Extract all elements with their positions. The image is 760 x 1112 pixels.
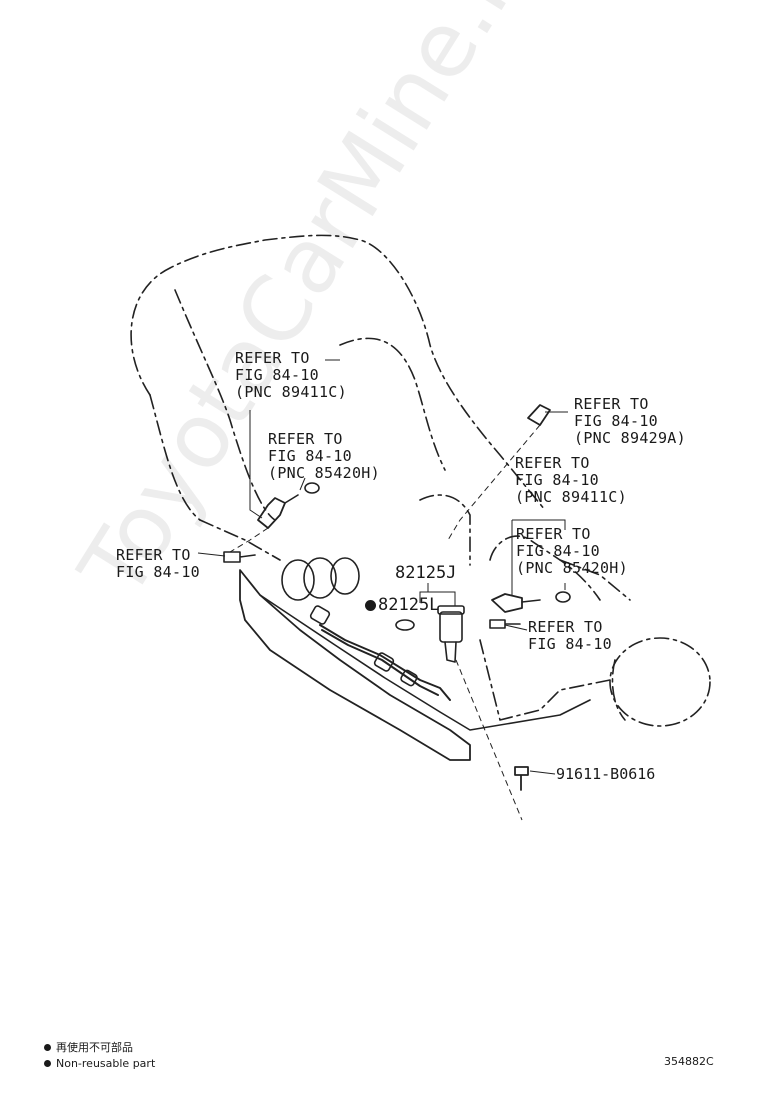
right-bolt bbox=[489, 619, 521, 629]
callout-line: REFER TO bbox=[516, 525, 591, 543]
harness-connector-3 bbox=[400, 669, 418, 687]
illustration-number: 354882C bbox=[664, 1055, 714, 1068]
bell-housing-rib-2 bbox=[339, 337, 446, 471]
case-contour-3 bbox=[559, 559, 631, 601]
callout-fig-right-bolt: REFER TO FIG 84-10 bbox=[528, 619, 612, 653]
legend-en-text: Non-reusable part bbox=[56, 1057, 156, 1070]
callout-line: (PNC 85420H) bbox=[268, 464, 380, 482]
legend-en: Non-reusable part bbox=[44, 1056, 155, 1072]
left-bolt bbox=[223, 551, 256, 563]
leader-dash-2 bbox=[455, 659, 523, 821]
left-sensor-stem bbox=[284, 494, 299, 504]
case-boss-2 bbox=[303, 557, 337, 599]
output-flange-edge bbox=[611, 659, 626, 721]
bell-housing-outline bbox=[130, 234, 546, 511]
leader-c5 bbox=[511, 519, 566, 595]
wire-harness bbox=[319, 624, 451, 701]
callout-fig-left-bolt: REFER TO FIG 84-10 bbox=[116, 547, 200, 581]
top-right-sensor bbox=[527, 404, 551, 426]
callout-line: (PNC 89411C) bbox=[235, 383, 347, 401]
legend-dot-icon bbox=[44, 1044, 51, 1051]
o-ring bbox=[395, 619, 415, 631]
callout-line: FIG 84-10 bbox=[268, 447, 352, 465]
callout-line: FIG 84-10 bbox=[516, 542, 600, 560]
callout-line: FIG 84-10 bbox=[116, 563, 200, 581]
bell-housing-inner bbox=[149, 394, 201, 521]
extension-housing bbox=[479, 639, 611, 721]
leader-dash-1 bbox=[447, 424, 541, 541]
callout-85420h-left: REFER TO FIG 84-10 (PNC 85420H) bbox=[268, 431, 380, 482]
callout-89429a: REFER TO FIG 84-10 (PNC 89429A) bbox=[574, 396, 686, 447]
part-number-91611-b0616: 91611-B0616 bbox=[556, 765, 656, 783]
solenoid-connector-tail bbox=[444, 641, 457, 663]
callout-89411c-right: REFER TO FIG 84-10 (PNC 89411C) bbox=[515, 455, 627, 506]
callout-85420h-right: REFER TO FIG 84-10 (PNC 85420H) bbox=[516, 526, 628, 577]
oil-pan-flange bbox=[259, 594, 591, 731]
case-boss-1 bbox=[281, 559, 315, 601]
harness-connector-1 bbox=[309, 605, 331, 625]
left-sensor bbox=[257, 497, 286, 529]
wire-harness-2 bbox=[321, 629, 439, 696]
legend-jp: 再使用不可部品 bbox=[44, 1040, 133, 1056]
solenoid-connector-cap bbox=[437, 605, 465, 615]
leader-lines bbox=[197, 359, 568, 821]
oil-pan bbox=[239, 569, 471, 761]
callout-line: REFER TO bbox=[515, 454, 590, 472]
callout-line: REFER TO bbox=[528, 618, 603, 636]
right-sensor-oring bbox=[555, 591, 571, 603]
harness-connector-2 bbox=[373, 652, 395, 672]
right-sensor-stem bbox=[521, 599, 541, 603]
callout-line: REFER TO bbox=[116, 546, 191, 564]
callout-line: (PNC 89429A) bbox=[574, 429, 686, 447]
bell-housing-lower-edge bbox=[199, 519, 281, 561]
right-sensor bbox=[491, 593, 523, 613]
leader-c2 bbox=[299, 477, 306, 491]
callout-line: REFER TO bbox=[235, 349, 310, 367]
solenoid-connector-body bbox=[439, 611, 463, 643]
leader-c3 bbox=[197, 552, 226, 557]
callout-line: FIG 84-10 bbox=[515, 471, 599, 489]
part-number-82125l: 82125L bbox=[365, 595, 439, 615]
case-contour-2 bbox=[489, 535, 601, 601]
leader-dash-3 bbox=[229, 527, 269, 553]
callout-line: (PNC 89411C) bbox=[515, 488, 627, 506]
callout-line: FIG 84-10 bbox=[235, 366, 319, 384]
callout-89411c-left: REFER TO FIG 84-10 (PNC 89411C) bbox=[235, 350, 347, 401]
bottom-bolt bbox=[514, 766, 529, 791]
callout-line: REFER TO bbox=[268, 430, 343, 448]
callout-line: FIG 84-10 bbox=[528, 635, 612, 653]
part-number-82125l-text: 82125L bbox=[378, 595, 440, 615]
leader-c1 bbox=[249, 359, 340, 519]
callout-line: (PNC 85420H) bbox=[516, 559, 628, 577]
left-sensor-oring bbox=[304, 482, 320, 494]
leader-c7 bbox=[504, 624, 528, 631]
legend-dot-icon bbox=[44, 1060, 51, 1067]
part-number-82125j: 82125J bbox=[395, 563, 457, 583]
callout-line: FIG 84-10 bbox=[574, 412, 658, 430]
non-reusable-bullet-icon bbox=[365, 600, 376, 611]
callout-line: REFER TO bbox=[574, 395, 649, 413]
output-flange bbox=[609, 637, 711, 727]
case-contour bbox=[419, 494, 471, 566]
case-boss-3 bbox=[330, 557, 360, 595]
legend-jp-text: 再使用不可部品 bbox=[56, 1041, 133, 1054]
leader-p1 bbox=[419, 583, 456, 606]
leader-p3 bbox=[529, 770, 556, 775]
bell-housing-rib-1 bbox=[174, 289, 276, 521]
